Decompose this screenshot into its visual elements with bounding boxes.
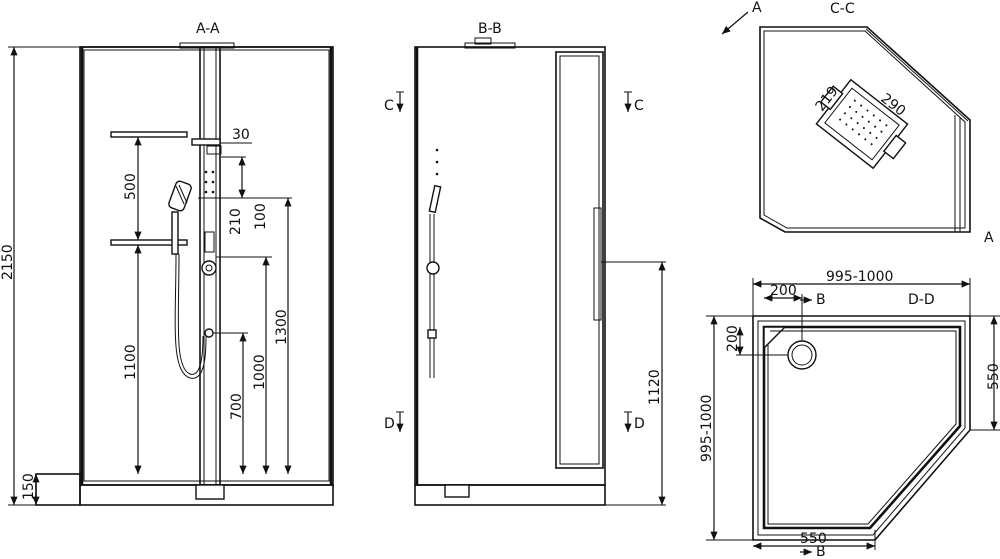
bb-door-handle	[593, 207, 602, 321]
dim-dd-front-width: 550	[800, 531, 827, 547]
dim-aa-head-drop: 100	[253, 203, 269, 230]
dim-aa-shelf-spacing: 500	[123, 173, 139, 200]
bb-tray	[414, 484, 606, 506]
section-aa-view: A-A	[0, 21, 334, 506]
section-b-marker-top: B	[816, 292, 826, 308]
section-b-marker-bottom: B	[816, 544, 826, 559]
dim-dd-drain-offset-y: 200	[725, 325, 741, 352]
dim-aa-hose-outlet-height: 700	[229, 393, 245, 420]
aa-step-block	[35, 473, 81, 506]
aa-mixer	[201, 260, 217, 276]
section-a-marker-top: A	[752, 0, 762, 16]
cc-outer-outline	[759, 26, 971, 233]
dim-aa-lower-shelf-height: 1100	[123, 344, 139, 380]
section-dd-view: D-D B B 995-1000 200 200 995-1000	[699, 269, 1000, 559]
aa-top-nozzle	[191, 138, 221, 146]
aa-handheld-shower	[168, 180, 207, 379]
dim-aa-nozzle-drop: 210	[228, 208, 244, 235]
svg-text:D: D	[634, 416, 645, 432]
section-bb-view: B-B 1120 C C D D	[384, 21, 666, 506]
aa-lower-shelf	[110, 239, 188, 246]
aa-control-panel	[204, 231, 215, 253]
bb-door-panel	[555, 51, 604, 469]
dim-aa-base-height: 150	[21, 473, 37, 500]
section-cc-label: C-C	[830, 1, 855, 17]
aa-body-jets	[204, 170, 215, 194]
aa-hose-outlet	[204, 328, 214, 338]
dim-aa-lower-outlet-height: 1000	[252, 354, 268, 390]
bb-outer-frame	[414, 46, 606, 486]
svg-text:D: D	[384, 416, 395, 432]
aa-inner-frame	[83, 49, 330, 482]
section-aa-label: A-A	[196, 21, 220, 37]
dim-aa-total-height: 2150	[0, 244, 16, 280]
dd-tray-outline	[752, 315, 971, 541]
bb-drain	[444, 484, 470, 498]
bb-mixer	[426, 261, 440, 275]
dim-aa-mixer-height: 1300	[274, 309, 290, 345]
bb-section-markers: C C D D	[384, 91, 645, 432]
dim-dd-side-depth: 550	[986, 363, 1000, 390]
dim-dd-overall-width: 995-1000	[826, 269, 893, 285]
section-bb-label: B-B	[478, 21, 502, 37]
aa-drain	[195, 484, 225, 500]
dim-bb-handle-height: 1120	[647, 369, 663, 405]
dim-aa-nozzle-offset: 30	[232, 127, 250, 143]
section-cc-view: C-C A A 219 290	[721, 0, 994, 246]
svg-text:C: C	[384, 98, 394, 114]
bb-handheld-shower	[428, 184, 442, 214]
section-dd-label: D-D	[908, 292, 935, 308]
aa-upper-shelf	[110, 131, 188, 138]
svg-text:C: C	[634, 98, 644, 114]
cc-rain-head	[815, 78, 909, 170]
dim-dd-overall-depth: 995-1000	[699, 395, 715, 462]
section-a-marker-right: A	[984, 230, 994, 246]
dim-dd-drain-offset-x: 200	[770, 283, 797, 299]
